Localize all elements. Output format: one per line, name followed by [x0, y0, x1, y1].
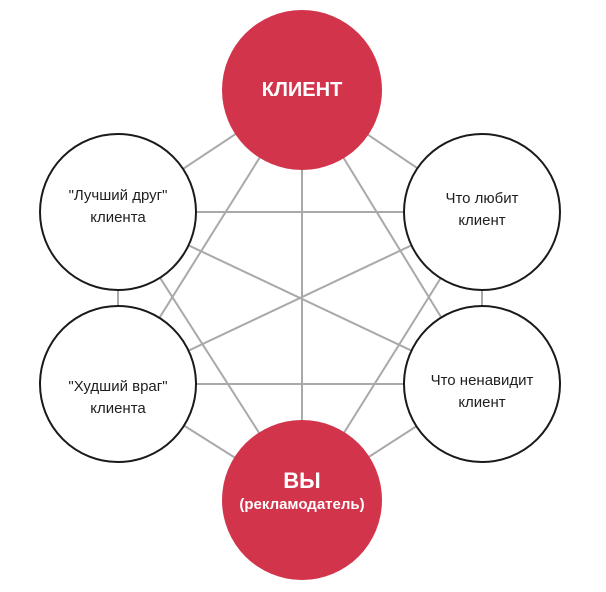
- hates-node-circle: [403, 305, 561, 463]
- you-node-circle: [222, 420, 382, 580]
- node-circles: [39, 10, 561, 580]
- client-node-circle: [222, 10, 382, 170]
- likes-node-circle: [403, 133, 561, 291]
- worst-enemy-node-circle: [39, 305, 197, 463]
- best-friend-node-circle: [39, 133, 197, 291]
